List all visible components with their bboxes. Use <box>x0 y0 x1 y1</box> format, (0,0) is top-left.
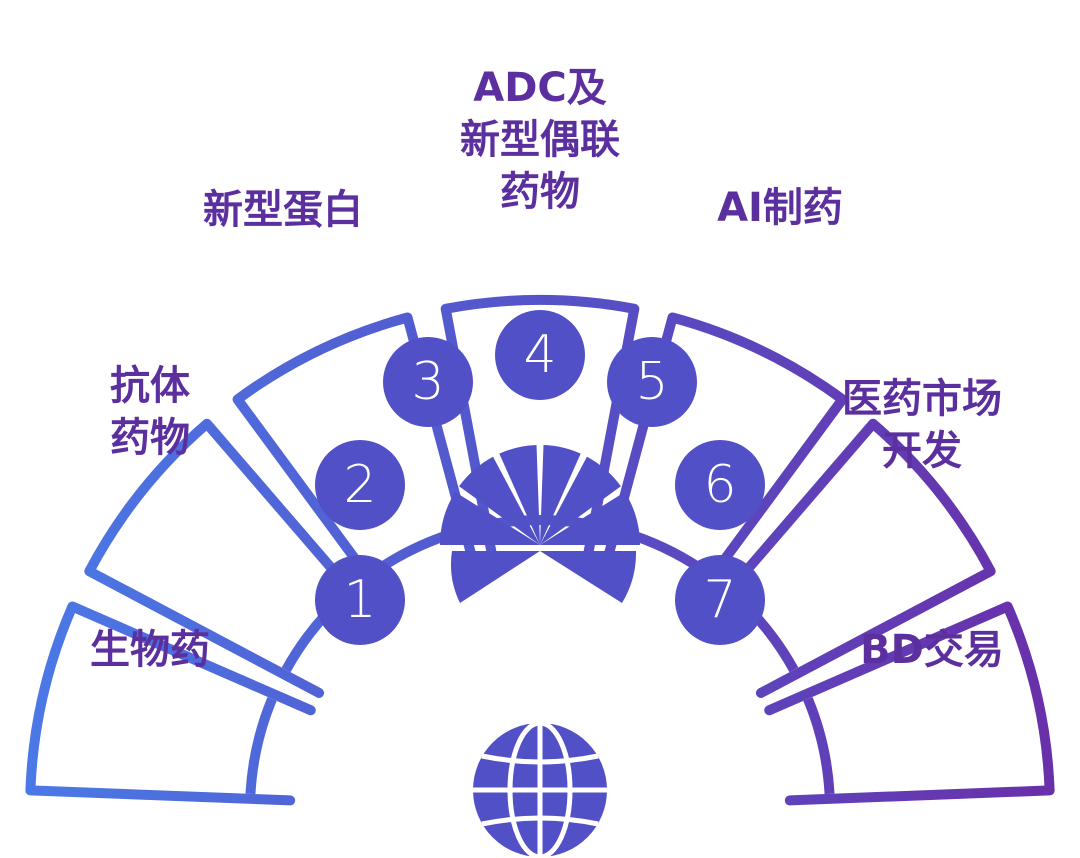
fan-slice <box>450 551 540 603</box>
inner-ring-arc <box>245 697 277 795</box>
segment-outline-bd-deal <box>764 601 1055 806</box>
fan-slice <box>540 492 640 545</box>
segment-label-bd-deal: BD交易 <box>860 627 1004 673</box>
segment-outline-antibody <box>84 418 382 698</box>
inner-ring-arc <box>803 697 835 795</box>
fan-slice <box>499 445 540 545</box>
segment-label-market-dev: 医药市场 开发 <box>842 376 1002 474</box>
segment-label-biologics: 生物药 <box>90 627 210 673</box>
inner-ring-arc <box>490 515 590 530</box>
number-badge-6: 6 <box>675 440 765 530</box>
segment-outline-adc <box>440 295 640 570</box>
segment-outline-market-dev <box>698 418 996 698</box>
globe-icon <box>473 720 607 858</box>
outer-segment-outlines <box>25 295 1055 806</box>
segment-outline-novel-protein <box>232 312 481 614</box>
fan-slice <box>440 492 540 545</box>
segment-label-novel-protein: 新型蛋白 <box>203 187 363 233</box>
number-badge-3: 3 <box>383 337 473 427</box>
number-badge-2: 2 <box>315 440 405 530</box>
number-badge-4: 4 <box>495 310 585 400</box>
fan-slice <box>459 456 540 545</box>
fan-slice <box>540 456 621 545</box>
number-badge-5: 5 <box>607 337 697 427</box>
fan-slice <box>540 551 637 603</box>
fan-chart-icon <box>440 445 640 603</box>
number-badge-7: 7 <box>675 555 765 645</box>
segment-label-antibody: 抗体 药物 <box>110 363 190 461</box>
segment-label-ai-drug: AI制药 <box>717 185 843 231</box>
fan-slice <box>540 445 581 545</box>
segment-label-adc: ADC及 新型偶联 药物 <box>460 65 620 215</box>
segment-outline-biologics <box>25 601 316 806</box>
number-badge-1: 1 <box>315 555 405 645</box>
segment-outline-ai-drug <box>599 312 848 614</box>
